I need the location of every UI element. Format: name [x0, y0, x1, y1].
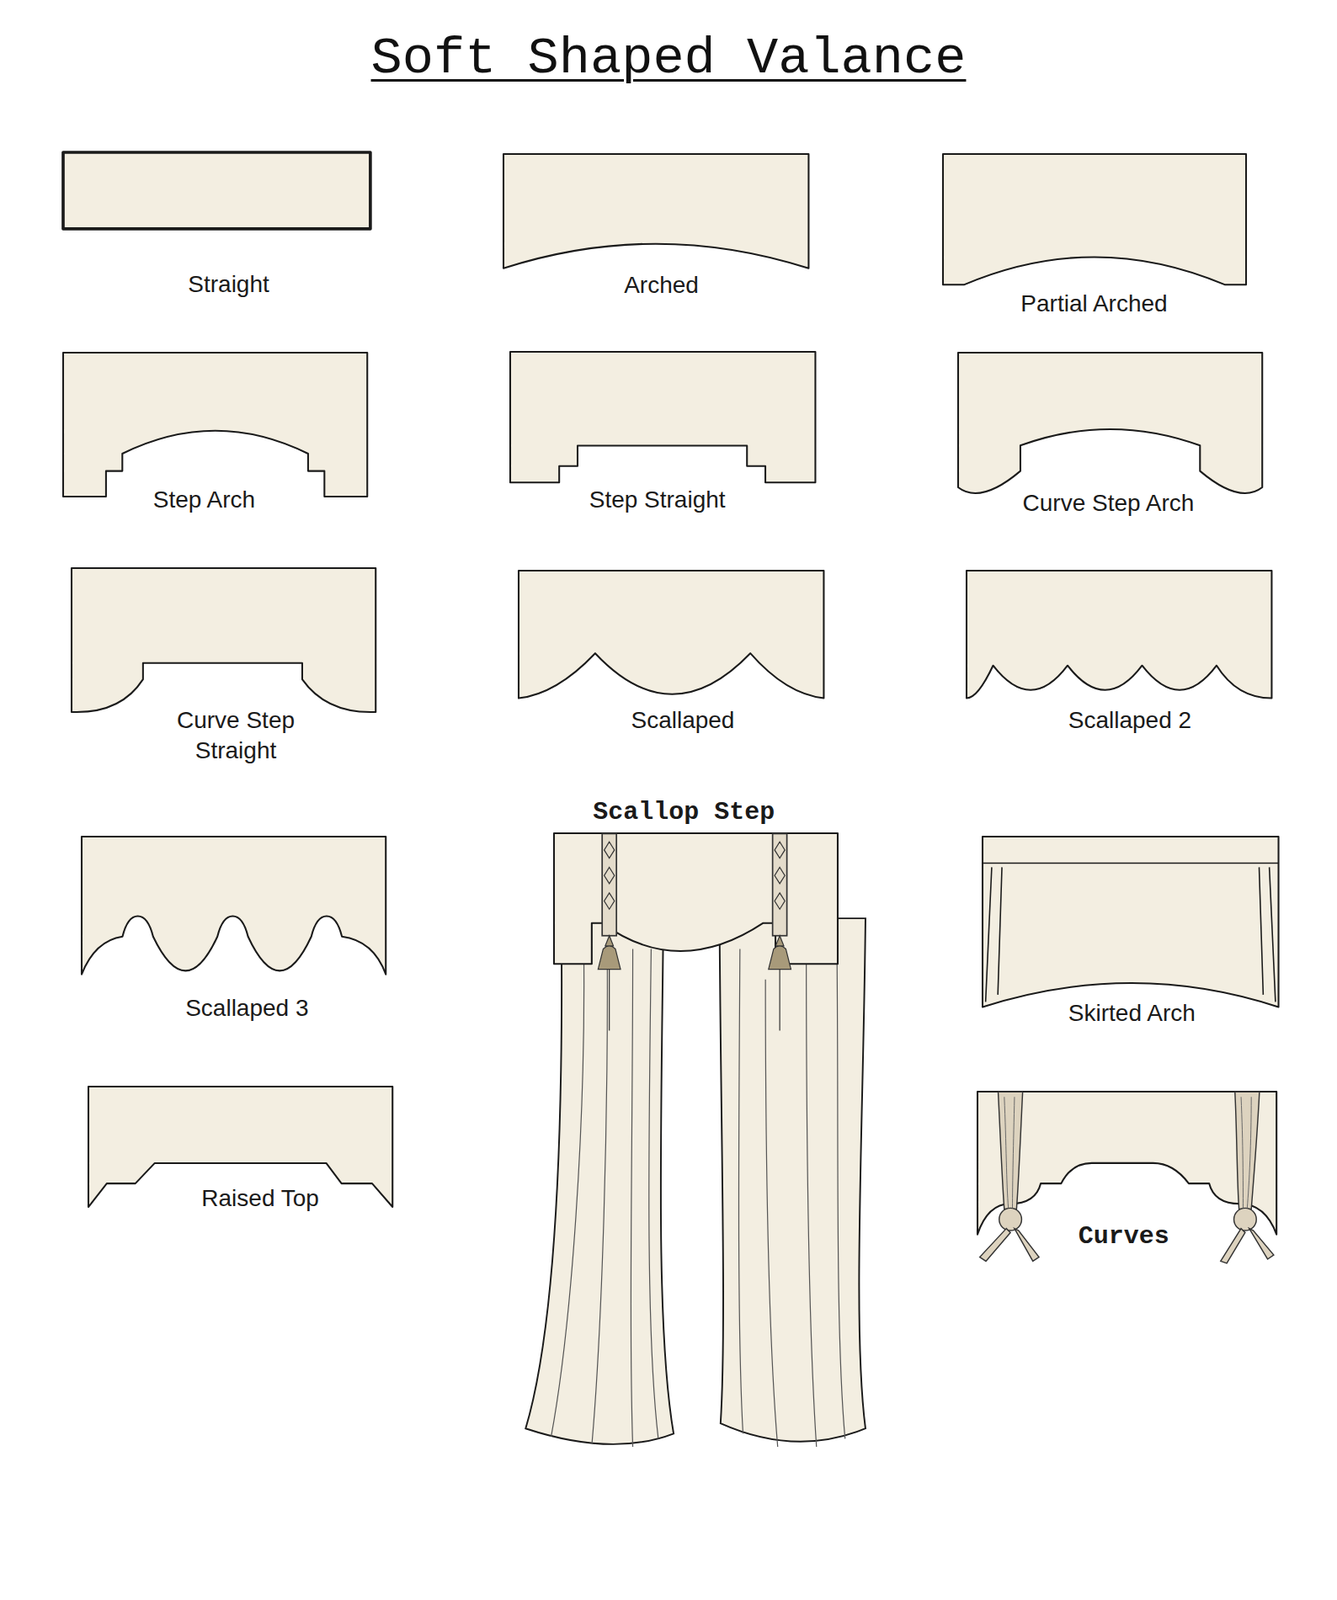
- valance-shape: Curve Step Arch: [958, 352, 1263, 498]
- valance-outline: [942, 154, 1247, 285]
- label-holder: Skirted Arch: [1068, 998, 1196, 1029]
- diagram-title: Soft Shaped Valance: [0, 28, 1337, 89]
- valance-outline: [982, 836, 1279, 1007]
- label-holder: Scallaped: [630, 705, 735, 736]
- valance-shape: Scallaped 2: [966, 570, 1272, 699]
- label-holder: Curves: [1078, 1220, 1170, 1253]
- valance-label: Raised Top: [201, 1185, 320, 1212]
- valance-shape: Raised Top: [88, 1086, 393, 1208]
- valance-label: Scallop Step: [592, 798, 775, 827]
- valance-shape: Curves: [977, 1091, 1277, 1236]
- valance-label: Scallaped 3: [185, 995, 309, 1022]
- valance-path: [71, 568, 376, 713]
- valance-shape: Scallaped: [518, 570, 824, 699]
- valance-shape: Skirted Arch: [982, 836, 1279, 1007]
- valance-label: Skirted Arch: [1068, 1000, 1196, 1027]
- valance-path: [966, 570, 1272, 699]
- valance-outline: [958, 352, 1263, 498]
- valance-label: Scallaped: [630, 707, 735, 734]
- valance-label: Arched: [623, 271, 699, 299]
- valance-path: [977, 1091, 1277, 1236]
- valance-outline: [63, 352, 368, 497]
- label-holder: Straight: [187, 269, 270, 300]
- valance-path: [958, 352, 1263, 494]
- label-holder: Step Straight: [589, 484, 726, 516]
- label-holder: Arched: [623, 270, 699, 301]
- valance-outline: [977, 1091, 1277, 1236]
- valance-outline: [503, 154, 809, 269]
- valance-shape: Straight: [63, 152, 371, 230]
- valance-path: [553, 833, 838, 965]
- valance-shape: Scallaped 3: [81, 836, 386, 975]
- label-holder: Scallaped 3: [185, 993, 309, 1024]
- valance-shape: Arched: [503, 154, 809, 269]
- valance-label: Step Straight: [589, 486, 726, 513]
- label-holder: Partial Arched: [1020, 288, 1167, 320]
- pleat-line: [982, 863, 1279, 1003]
- valance-path: [518, 570, 824, 699]
- valance-path: [510, 351, 815, 483]
- label-holder: Step Arch: [153, 484, 256, 516]
- valance-outline: [510, 351, 815, 483]
- valance-path: [63, 152, 371, 230]
- label-holder: Curve Step Arch: [1022, 488, 1195, 519]
- valance-outline: [71, 568, 376, 713]
- valance-outline: [518, 570, 824, 699]
- label-holder: Curve Step Straight: [151, 705, 320, 767]
- valance-path: [982, 836, 1279, 1007]
- valance-shape: Step Arch: [63, 352, 368, 497]
- valance-label: Scallaped 2: [1068, 707, 1192, 734]
- label-holder: Scallaped 2: [1068, 705, 1192, 736]
- valance-shape: Curve Step Straight: [71, 568, 376, 713]
- valance-outline: [553, 833, 838, 965]
- label-holder: Raised Top: [201, 1183, 320, 1215]
- valance-shape: Step Straight: [510, 351, 815, 483]
- valance-path: [63, 352, 368, 497]
- valance-shape: Partial Arched: [942, 154, 1247, 285]
- valance-outline: [81, 836, 386, 975]
- label-holder: Scallop Step: [592, 796, 775, 829]
- valance-label: Step Arch: [153, 486, 256, 513]
- valance-label: Curve Step Straight: [176, 707, 295, 764]
- valance-path: [81, 836, 386, 975]
- valance-outline: [966, 570, 1272, 699]
- valance-path: [942, 154, 1247, 285]
- valance-label: Curves: [1078, 1222, 1170, 1252]
- valance-outline: [63, 152, 371, 230]
- valance-label: Straight: [187, 271, 270, 298]
- valance-label: Partial Arched: [1020, 290, 1167, 317]
- valance-path: [503, 154, 809, 269]
- valance-label: Curve Step Arch: [1022, 490, 1195, 517]
- valance-shape: Scallop Step: [553, 833, 838, 965]
